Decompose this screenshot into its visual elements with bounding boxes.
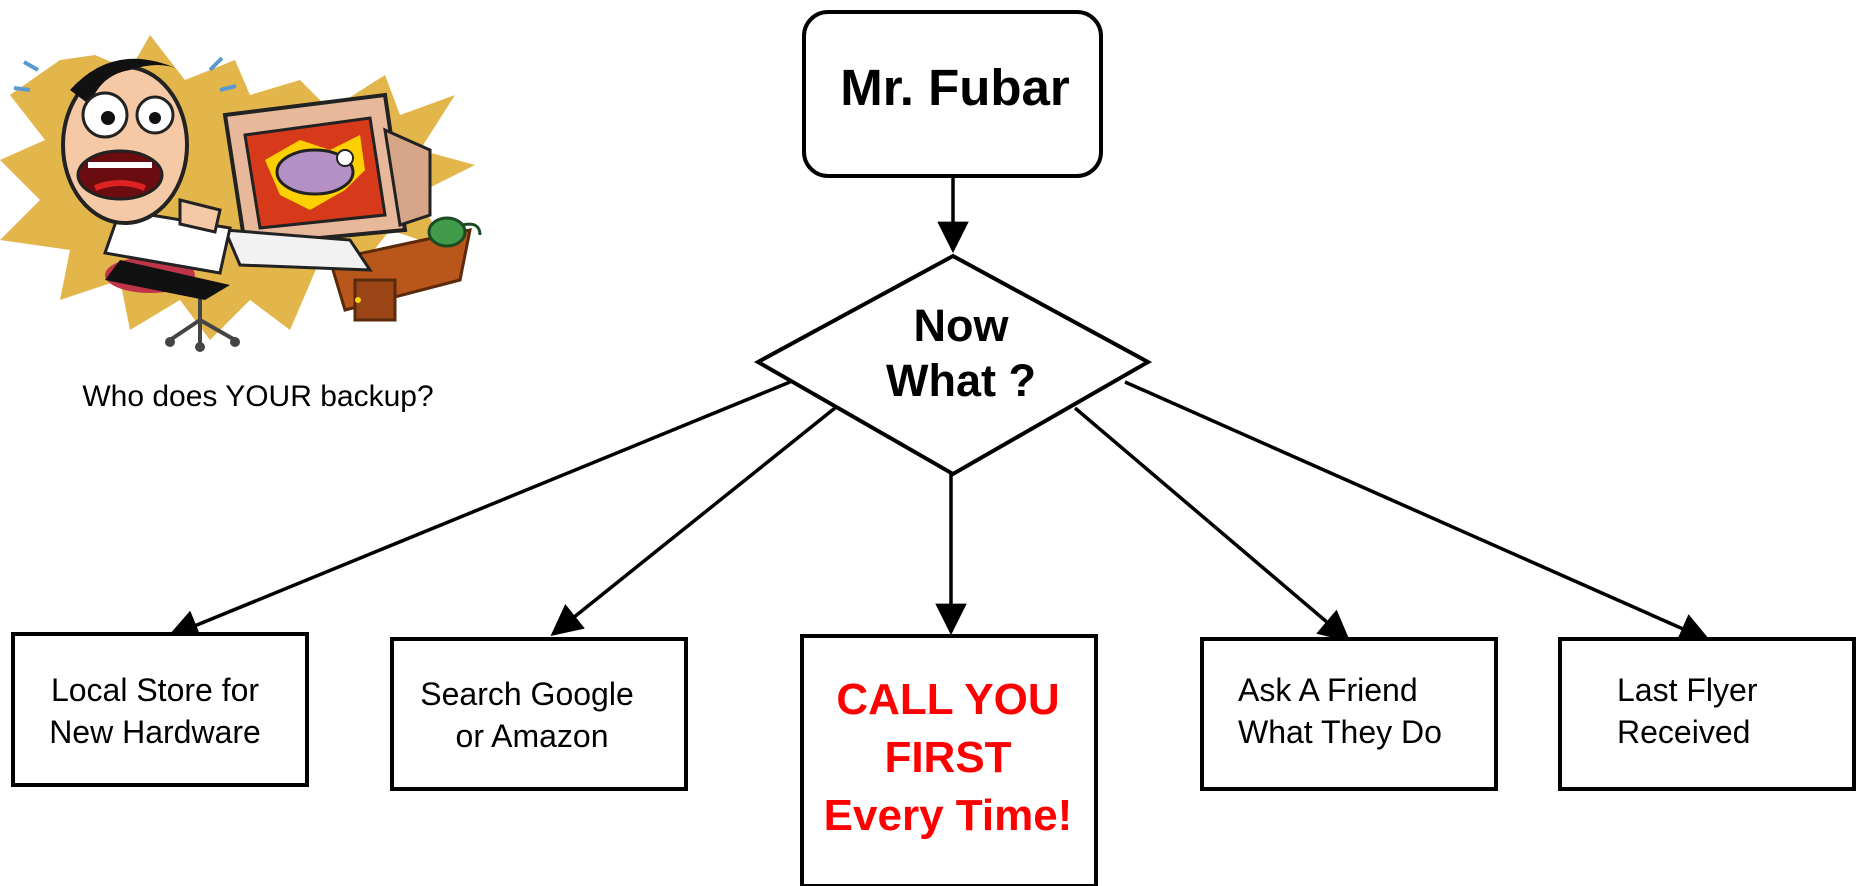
option-2-line-2: or Amazon (456, 718, 609, 754)
chair-base (168, 290, 236, 345)
option-2-line-1: Search Google (420, 676, 633, 712)
decision-label-line-1: Now (914, 300, 1010, 351)
option-call-you-first: CALL YOU FIRST Every Time! (800, 634, 1098, 886)
illustration-caption: Who does YOUR backup? (82, 380, 433, 413)
root-node: Mr. Fubar (802, 10, 1103, 178)
decision-label-line-2: What ? (886, 355, 1036, 406)
option-5-line-1: Last Flyer (1617, 672, 1758, 708)
connectors (167, 176, 1711, 643)
option-local-store: Local Store for New Hardware (11, 632, 309, 787)
option-last-flyer: Last Flyer Received (1558, 637, 1856, 791)
decision-node: Now What ? (753, 253, 1153, 477)
option-3-line-2: FIRST (884, 733, 1011, 782)
option-5-line-2: Received (1617, 714, 1750, 750)
connector-to-option-5 (1124, 380, 1711, 643)
connector-to-option-4 (1073, 406, 1351, 643)
option-search-google: Search Google or Amazon (390, 637, 688, 791)
option-4-line-1: Ask A Friend (1238, 672, 1418, 708)
option-ask-a-friend: Ask A Friend What They Do (1200, 637, 1498, 791)
connector-to-option-2 (550, 406, 837, 636)
root-node-label: Mr. Fubar (840, 59, 1070, 116)
option-3-line-3: Every Time! (824, 791, 1073, 840)
keyboard (222, 228, 373, 272)
option-1-line-2: New Hardware (49, 714, 261, 750)
option-4-line-2: What They Do (1238, 714, 1442, 750)
monitor (222, 92, 432, 248)
panicked-person (13, 56, 237, 300)
option-1-line-1: Local Store for (51, 672, 259, 708)
panicked-computer-user-illustration (0, 35, 482, 352)
option-3-line-1: CALL YOU (836, 675, 1059, 724)
mug (427, 216, 482, 248)
connector-to-option-1 (167, 380, 791, 640)
